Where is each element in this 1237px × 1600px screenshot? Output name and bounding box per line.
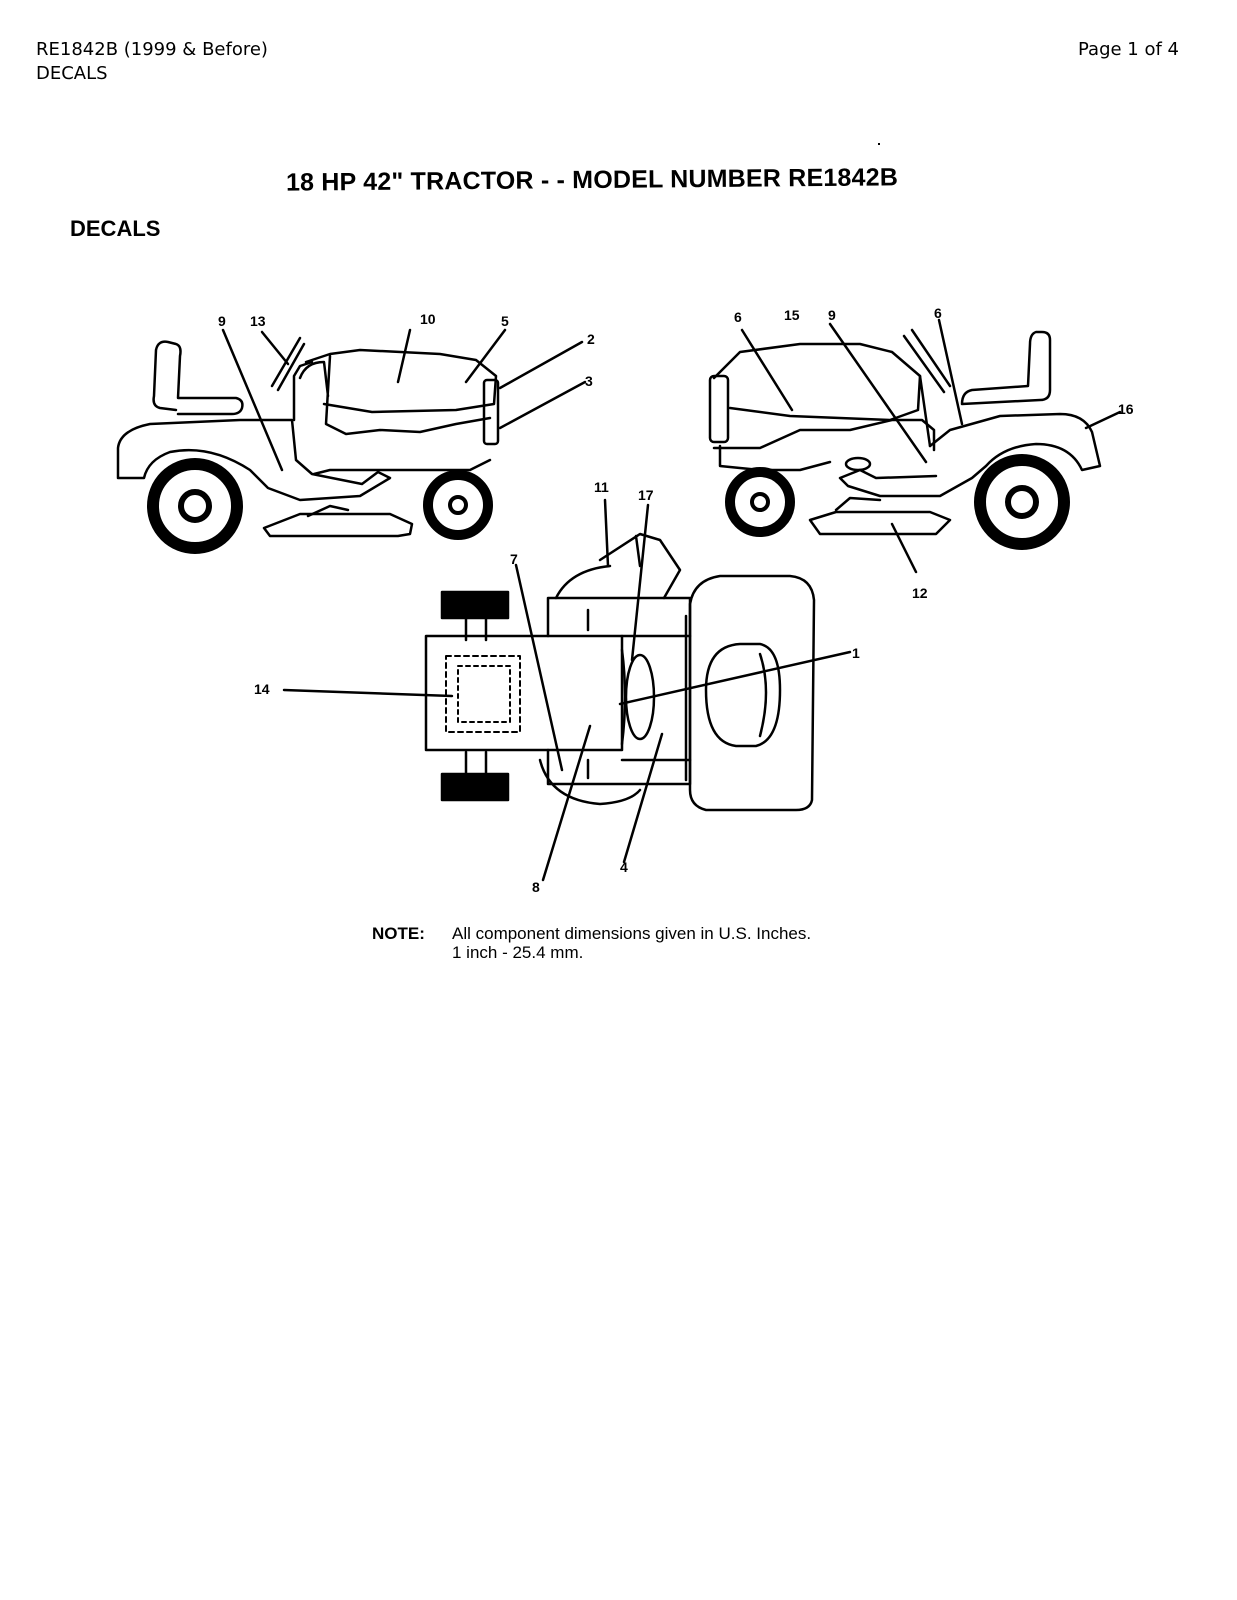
page-number: Page 1 of 4 <box>1078 39 1179 60</box>
callout-7: 7 <box>510 551 518 567</box>
callout-6-right-a: 6 <box>734 309 742 325</box>
decal-location-diagram: 9 13 10 5 2 3 6 15 9 6 16 12 11 17 7 1 1… <box>116 305 1134 895</box>
callout-10: 10 <box>420 311 436 327</box>
scan-dot <box>878 143 880 145</box>
callout-17: 17 <box>638 487 654 503</box>
callout-5: 5 <box>501 313 509 329</box>
section-heading: DECALS <box>70 216 161 241</box>
note-text: All component dimensions given in U.S. I… <box>452 924 811 962</box>
page-header-left: RE1842B (1999 & Before) DECALS <box>36 38 268 86</box>
note-line-1: All component dimensions given in U.S. I… <box>452 924 812 943</box>
header-section: DECALS <box>36 63 108 84</box>
document-id: RE1842B (1999 & Before) <box>36 39 268 60</box>
callout-13: 13 <box>250 313 266 329</box>
callout-3: 3 <box>585 373 593 389</box>
callout-1: 1 <box>852 645 860 661</box>
callout-9-left: 9 <box>218 313 226 329</box>
callout-14: 14 <box>254 681 270 697</box>
callout-12: 12 <box>912 585 928 601</box>
callout-2: 2 <box>587 331 595 347</box>
tractor-top-view <box>282 498 852 882</box>
callout-11: 11 <box>594 479 609 495</box>
callout-labels: 9 13 10 5 2 3 6 15 9 6 16 12 11 17 7 1 1… <box>218 305 1134 895</box>
tractor-left-view <box>116 328 587 554</box>
callout-15: 15 <box>784 307 800 323</box>
dimension-note: NOTE: All component dimensions given in U… <box>372 924 811 962</box>
callout-4: 4 <box>620 859 628 875</box>
callout-8: 8 <box>532 879 540 895</box>
note-line-2: 1 inch - 25.4 mm. <box>452 943 584 962</box>
callout-9-right: 9 <box>828 307 836 323</box>
callout-16: 16 <box>1118 401 1134 417</box>
note-label: NOTE: <box>372 924 425 943</box>
callout-6-right-b: 6 <box>934 305 942 321</box>
tractor-right-view <box>708 318 1122 574</box>
